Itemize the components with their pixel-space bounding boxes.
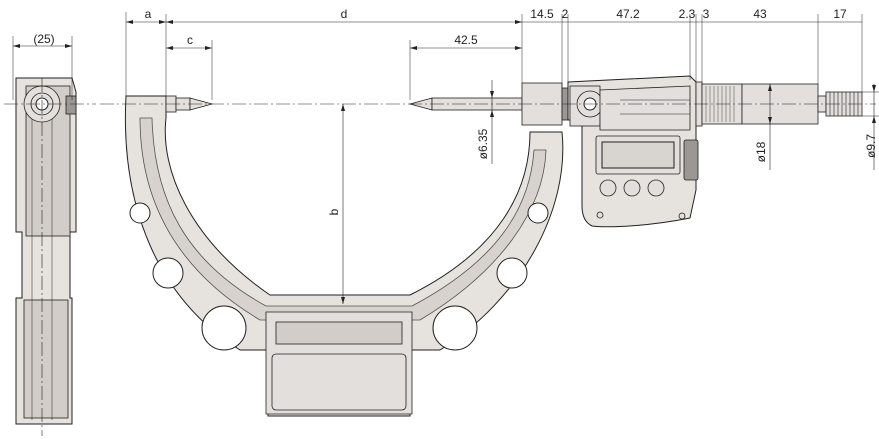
side-view: (25) [4, 32, 96, 436]
dim-dia-18-group: ø18 [754, 84, 772, 170]
dim-c: c [187, 33, 193, 47]
dim-14-5: 14.5 [530, 7, 554, 21]
dim-b-group: b [327, 104, 345, 304]
top-dimensions: a d 14.5 2 47.2 2.3 3 43 17 c 42.5 [125, 7, 863, 100]
dim-47-2: 47.2 [616, 7, 640, 21]
digital-head [567, 75, 699, 228]
frame-hole-6 [527, 202, 549, 224]
frame-hole-2 [152, 257, 184, 289]
dim-42-5: 42.5 [454, 33, 478, 47]
dim-17: 17 [833, 7, 847, 21]
dim-2-3: 2.3 [679, 7, 696, 21]
dim-b: b [327, 208, 341, 215]
dim-dia-9-7-group: ø9.7 [862, 84, 879, 170]
dim-dia-6-35: ø6.35 [476, 128, 490, 159]
dim-d: d [341, 7, 348, 21]
dim-dia-9-7: ø9.7 [864, 134, 878, 158]
frame-hole-1 [129, 202, 151, 224]
dim-dia-6-35-group: ø6.35 [476, 80, 494, 164]
dim-2: 2 [562, 7, 569, 21]
dim-dia-18: ø18 [754, 141, 768, 162]
frame-hole-4 [432, 305, 478, 351]
dim-3: 3 [703, 7, 710, 21]
frame-hole-3 [201, 305, 247, 351]
frame [124, 95, 564, 417]
dim-43: 43 [753, 7, 767, 21]
dim-a: a [145, 7, 152, 21]
dim-width-25: (25) [33, 32, 54, 46]
frame-hole-5 [496, 257, 528, 289]
